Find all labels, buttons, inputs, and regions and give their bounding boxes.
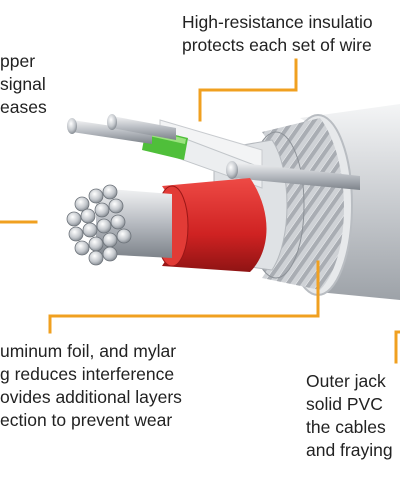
label-copper-line-1: pper xyxy=(0,50,47,73)
label-jacket-line-3: the cables xyxy=(306,416,393,439)
label-shielding-line-1: uminum foil, and mylar xyxy=(0,340,182,363)
label-insulation: High-resistance insulatio protects each … xyxy=(182,11,373,57)
callout-line-insulation xyxy=(200,60,296,120)
label-insulation-line-1: High-resistance insulatio xyxy=(182,11,373,34)
label-jacket-line-1: Outer jack xyxy=(306,370,393,393)
side-wire-end xyxy=(226,161,238,179)
label-jacket-line-2: solid PVC xyxy=(306,393,393,416)
label-shielding: uminum foil, and mylar g reduces interfe… xyxy=(0,340,182,432)
label-shielding-line-2: g reduces interference xyxy=(0,363,182,386)
label-copper-line-3: eases xyxy=(0,96,47,119)
label-jacket-line-4: and fraying xyxy=(306,439,393,462)
callout-line-jacket xyxy=(396,332,400,362)
label-copper-line-2: signal xyxy=(0,73,47,96)
label-copper: pper signal eases xyxy=(0,50,47,119)
label-insulation-line-2: protects each set of wire xyxy=(182,34,373,57)
label-shielding-line-3: ovides additional layers xyxy=(0,386,182,409)
label-jacket: Outer jack solid PVC the cables and fray… xyxy=(306,370,393,462)
label-shielding-line-4: ection to prevent wear xyxy=(0,409,182,432)
